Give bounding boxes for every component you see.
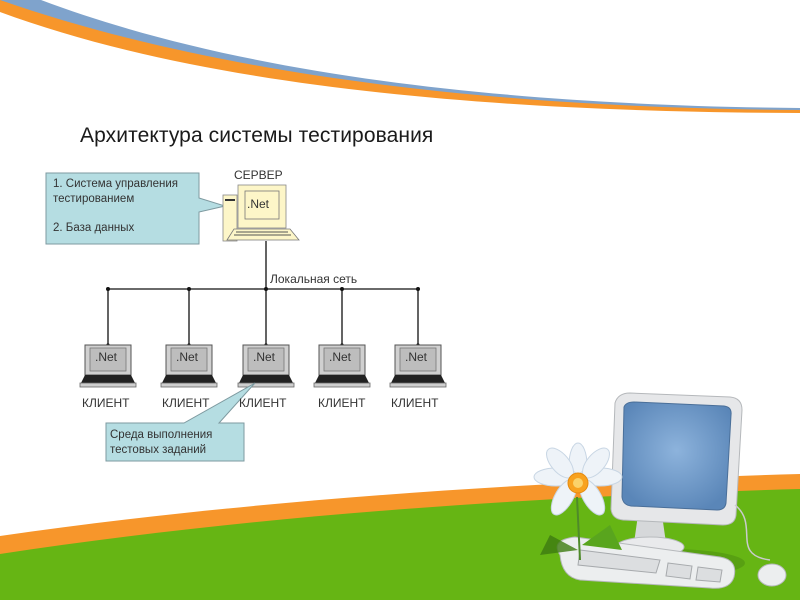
client-screen-text: .Net xyxy=(253,350,276,364)
server-callout xyxy=(45,172,227,245)
client-label: КЛИЕНТ xyxy=(239,396,287,410)
client-label: КЛИЕНТ xyxy=(318,396,366,410)
client-screen-text: .Net xyxy=(176,350,199,364)
client-laptop-icon xyxy=(313,344,371,388)
client-label: КЛИЕНТ xyxy=(162,396,210,410)
server-callout-text: 1. Система управления тестированием 2. Б… xyxy=(53,177,178,236)
monitor-icon xyxy=(610,392,743,526)
client-callout xyxy=(105,382,256,462)
slide-title: Архитектура системы тестирования xyxy=(80,124,434,147)
client-label: КЛИЕНТ xyxy=(391,396,439,410)
server-callout-line-1: 1. Система управления xyxy=(53,178,179,190)
client-laptop-icon xyxy=(389,344,447,388)
server-callout-line-3: 2. База данных xyxy=(53,222,135,234)
server-computer-icon xyxy=(222,184,300,242)
client-laptop-icon xyxy=(79,344,137,388)
client-callout-text: Среда выполнения тестовых заданий xyxy=(110,428,212,458)
client-callout-line-2: тестовых заданий xyxy=(110,444,207,456)
client-laptop-icon xyxy=(160,344,218,388)
client-callout-line-1: Среда выполнения xyxy=(110,429,213,441)
client-label: КЛИЕНТ xyxy=(82,396,130,410)
server-callout-line-2: тестированием xyxy=(53,193,135,205)
top-orange-swoosh xyxy=(0,0,800,113)
mouse-icon xyxy=(757,563,787,587)
server-label: СЕРВЕР xyxy=(234,168,283,182)
client-laptop-icon xyxy=(237,344,295,388)
daisy-flower-icon xyxy=(533,442,623,561)
network-label: Локальная сеть xyxy=(270,272,358,286)
computer-flower-illustration xyxy=(533,392,787,589)
server-screen-text: .Net xyxy=(247,197,270,211)
client-screen-text: .Net xyxy=(95,350,118,364)
client-screen-text: .Net xyxy=(329,350,352,364)
clients-layer xyxy=(79,344,447,388)
client-screen-text: .Net xyxy=(405,350,428,364)
mouse-cable xyxy=(734,504,771,561)
network-junction-dots xyxy=(106,287,420,347)
local-network-lines xyxy=(107,241,419,345)
keyboard-icon xyxy=(556,536,736,589)
